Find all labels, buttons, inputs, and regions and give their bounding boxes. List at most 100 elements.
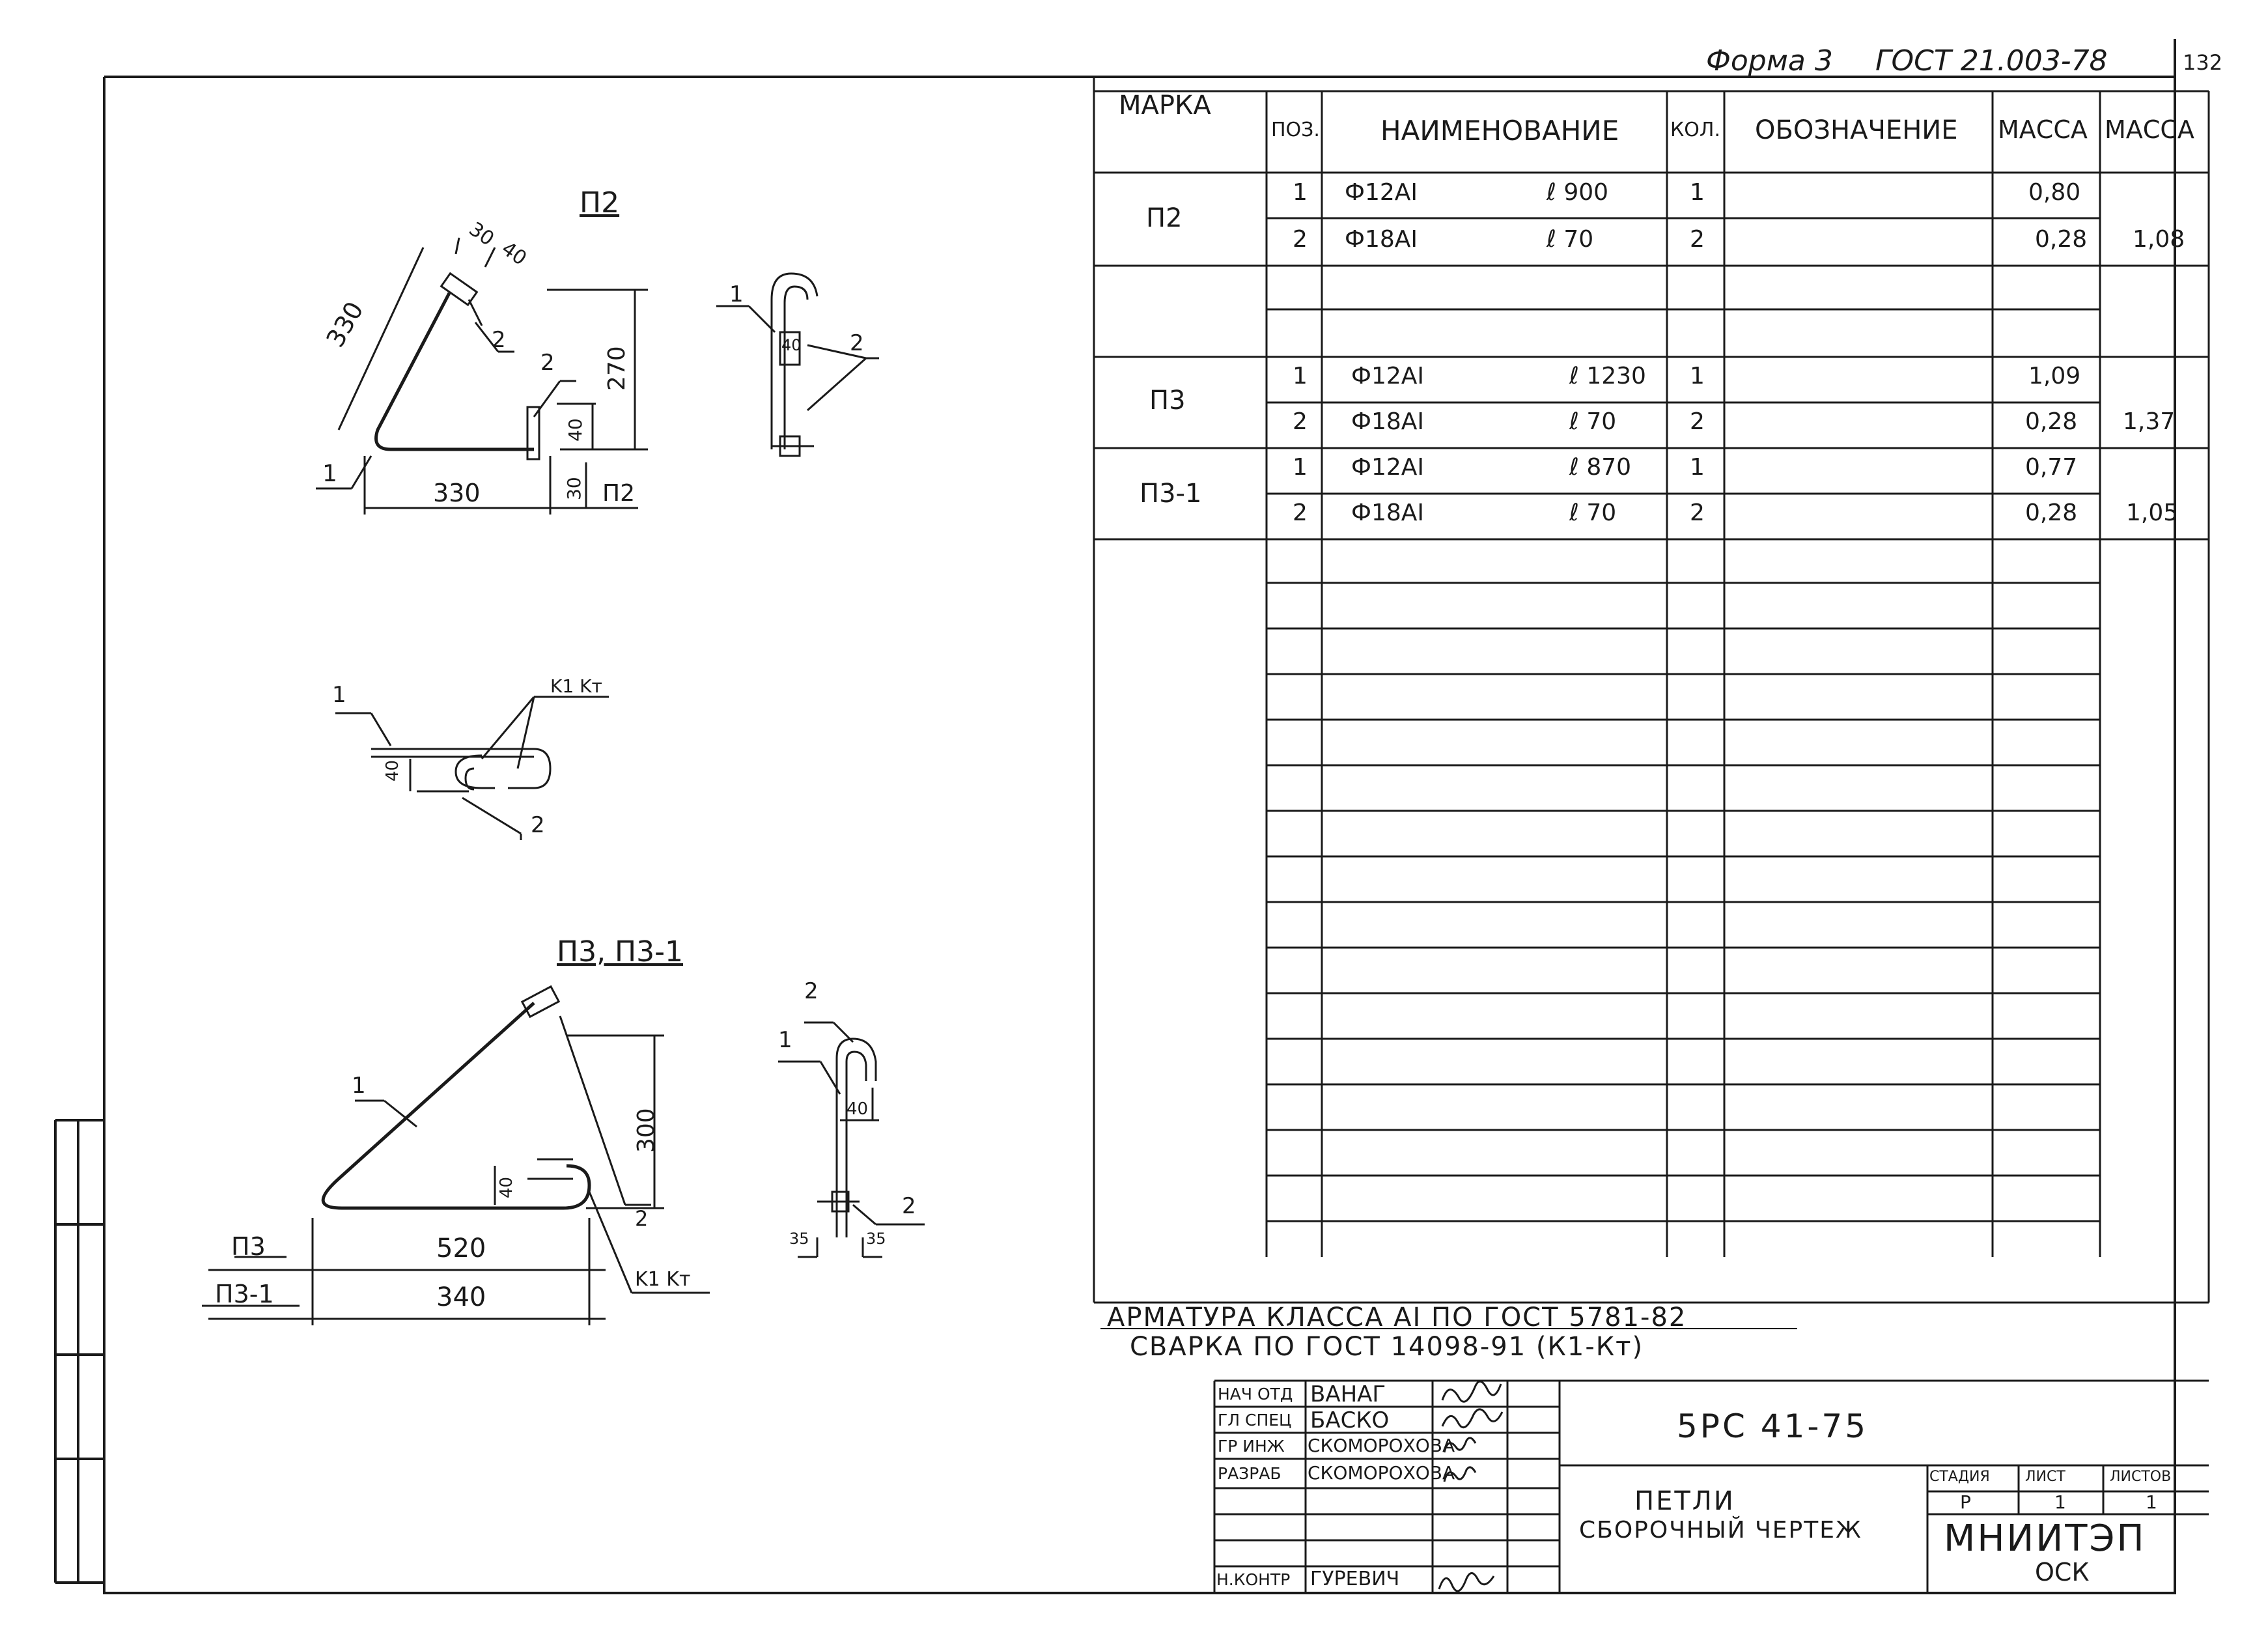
row-p2-item1-qty: 1 [1690, 179, 1705, 206]
row-p2-item2-qty: 2 [1690, 226, 1705, 253]
col-header-designation: ОБОЗНАЧЕНИЕ [1755, 115, 1958, 145]
p3-len2: 340 [436, 1282, 486, 1312]
p3-side-view [778, 1021, 925, 1258]
p2-side-view [716, 272, 879, 457]
row-p3-item1-len: ℓ 1230 [1569, 363, 1646, 389]
p2-details [316, 237, 648, 515]
organization-dept: ОСК [2035, 1558, 2090, 1587]
row-p2-total: 1,08 [2133, 226, 2185, 253]
signatures [1438, 1380, 1504, 1592]
row-p2-item2-len: ℓ 70 [1547, 226, 1594, 253]
p2-side-pos1: 1 [729, 281, 744, 307]
sheet-frame [54, 39, 2176, 1594]
row-p2-item2-pos: 2 [1293, 226, 1308, 253]
document-code: 5РС 41-75 [1677, 1407, 1869, 1445]
col-header-pos: ПОЗ. [1271, 119, 1320, 141]
p2-dim-w: 330 [433, 479, 481, 507]
p2-tag: П2 [602, 480, 635, 507]
staff-role-5: Н.КОНТР [1216, 1570, 1291, 1589]
p3-side-dim-a: 35 [789, 1230, 809, 1248]
row-p3-1-item1-pos: 1 [1293, 454, 1308, 481]
row-p2-item2-mass: 0,28 [2035, 226, 2088, 253]
p3-weld: K1 Kт [635, 1268, 691, 1291]
joint-pos1: 1 [332, 682, 346, 708]
row-p2-mark: П2 [1146, 203, 1183, 233]
col-header-mark: МАРКА [1119, 91, 1211, 120]
sheet-value: 1 [2054, 1491, 2066, 1513]
p2-title: П2 [580, 186, 620, 219]
staff-name-3: СКОМОРОХОВА [1308, 1435, 1455, 1456]
row-p3-1-total: 1,05 [2126, 500, 2179, 526]
row-p2-item1-mass: 0,80 [2028, 179, 2081, 206]
row-p3-item2-name: Ф18АI [1351, 408, 1425, 435]
p2-pos2a: 2 [492, 327, 506, 353]
staff-name-2: БАСКО [1310, 1407, 1390, 1433]
p3-dim-h: 300 [633, 1108, 660, 1153]
stage-value: Р [1960, 1491, 1971, 1513]
note-welding: СВАРКА ПО ГОСТ 14098-91 (К1-Кт) [1130, 1332, 1644, 1362]
row-p3-item1-name: Ф12АI [1351, 363, 1425, 389]
p2-pos1: 1 [322, 460, 337, 487]
row-p3-1-item1-len: ℓ 870 [1569, 454, 1632, 481]
p3-mark2: П3-1 [215, 1280, 274, 1308]
row-p2-item1-name: Ф12АI [1345, 179, 1418, 206]
p3-mark1: П3 [231, 1232, 266, 1261]
staff-name-4: СКОМОРОХОВА [1308, 1462, 1455, 1484]
form-label: Форма 3 [1706, 44, 1833, 78]
row-p3-item2-mass: 0,28 [2025, 408, 2078, 435]
row-p3-1-item1-name: Ф12АI [1351, 454, 1425, 481]
stage-header: СТАДИЯ [1929, 1469, 1990, 1485]
row-p3-item1-pos: 1 [1293, 363, 1308, 389]
p2-pos2b: 2 [540, 350, 555, 376]
row-p3-1-item2-qty: 2 [1690, 500, 1705, 526]
col-header-qty: КОЛ. [1670, 119, 1721, 141]
row-p3-1-mark: П3-1 [1140, 479, 1202, 509]
sheet-number: 132 [2183, 50, 2223, 75]
row-p3-1-item1-mass: 0,77 [2025, 454, 2078, 481]
joint-detail [335, 696, 609, 840]
row-p3-mark: П3 [1149, 386, 1186, 416]
p2-dim-d: 30 [563, 477, 585, 500]
title-block-grid [1213, 1379, 2209, 1593]
row-p3-1-item2-mass: 0,28 [2025, 500, 2078, 526]
row-p3-item2-pos: 2 [1293, 408, 1308, 435]
row-p3-item1-qty: 1 [1690, 363, 1705, 389]
sheets-value: 1 [2146, 1491, 2157, 1513]
col-header-name: НАИМЕНОВАНИЕ [1380, 115, 1619, 147]
staff-name-5: ГУРЕВИЧ [1310, 1568, 1400, 1590]
row-p2-item1-pos: 1 [1293, 179, 1308, 206]
p3-title: П3, П3-1 [557, 935, 684, 968]
drawing-subtitle: СБОРОЧНЫЙ ЧЕРТЕЖ [1579, 1517, 1862, 1544]
row-p2-item2-name: Ф18АI [1345, 226, 1418, 253]
row-p3-1-item2-name: Ф18АI [1351, 500, 1425, 526]
sheets-header: ЛИСТОВ [2110, 1469, 2172, 1485]
note-reinforcement: АРМАТУРА КЛАССА АI ПО ГОСТ 5781-82 [1107, 1303, 1687, 1333]
p2-dim-h: 270 [604, 346, 630, 391]
row-p3-1-item2-len: ℓ 70 [1569, 500, 1617, 526]
p3-side-dim: 40 [847, 1099, 869, 1119]
p3-bar-main [321, 1002, 591, 1210]
row-p3-item2-qty: 2 [1690, 408, 1705, 435]
row-p3-item1-mass: 1,09 [2028, 363, 2081, 389]
joint-weld: K1 Kт [550, 675, 602, 697]
row-p3-total: 1,37 [2123, 408, 2176, 435]
p3-side-pos2bot: 2 [902, 1193, 916, 1219]
drawing-title: ПЕТЛИ [1634, 1486, 1735, 1516]
staff-role-2: ГЛ СПЕЦ [1218, 1411, 1292, 1430]
p3-side-pos2top: 2 [804, 978, 819, 1004]
staff-role-3: ГР ИНЖ [1218, 1437, 1285, 1456]
row-p3-1-item2-pos: 2 [1293, 500, 1308, 526]
p2-dim-c: 40 [565, 418, 586, 442]
sheet-header: ЛИСТ [2025, 1469, 2065, 1485]
p2-side-pos2: 2 [850, 330, 864, 356]
p3-pos1: 1 [352, 1073, 366, 1099]
joint-pos2: 2 [531, 812, 545, 838]
p3-dim-c: 40 [497, 1176, 516, 1198]
joint-dim: 40 [383, 759, 402, 782]
p3-pos2: 2 [635, 1206, 649, 1231]
row-p3-item2-len: ℓ 70 [1569, 408, 1617, 435]
form-standard: ГОСТ 21.003-78 [1875, 44, 2108, 78]
row-p2-item1-len: ℓ 900 [1547, 179, 1609, 206]
col-header-mass1: МАССА [1998, 115, 2088, 144]
spec-table-grid [1093, 77, 2210, 1304]
